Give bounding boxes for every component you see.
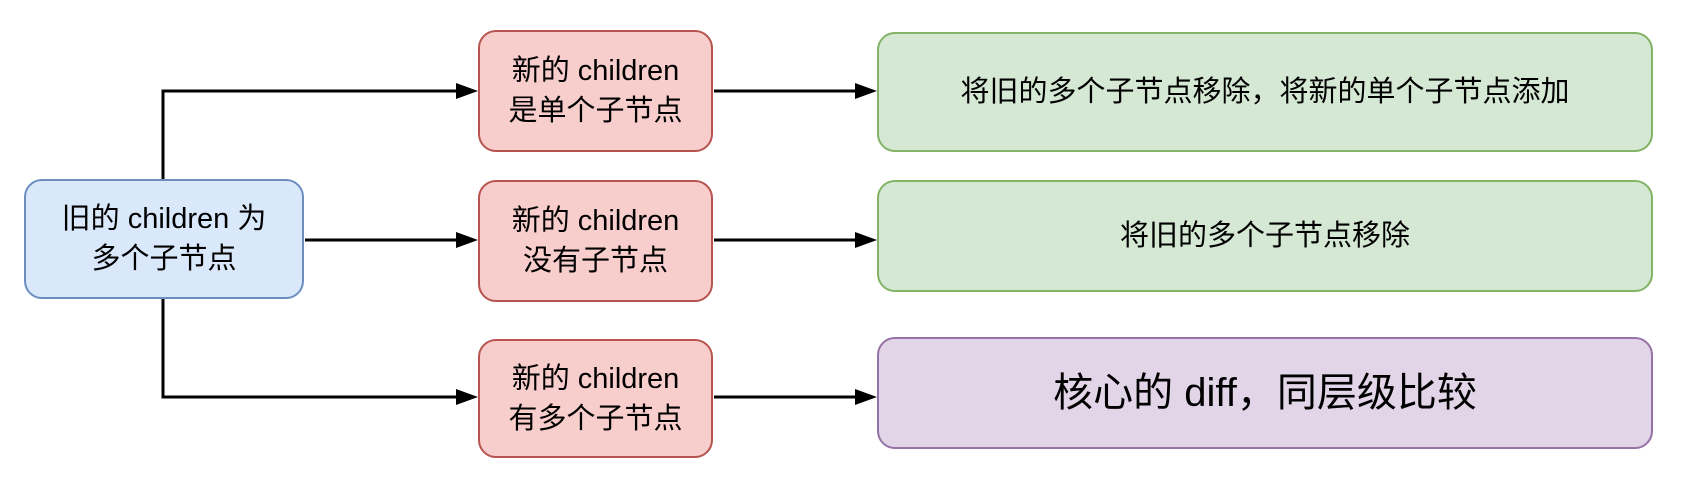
node-label-line: 核心的 diff，同层级比较	[1053, 371, 1477, 415]
node-label-line: 是单个子节点	[508, 95, 683, 127]
node-new-children-multiple: 新的 children 有多个子节点	[478, 339, 713, 458]
node-label-line: 没有子节点	[522, 245, 668, 277]
node-result-remove-old: 将旧的多个子节点移除	[877, 180, 1653, 292]
node-old-children-multiple: 旧的 children 为 多个子节点	[24, 179, 304, 299]
node-new-children-single: 新的 children 是单个子节点	[478, 30, 713, 152]
node-result-remove-old-add-new: 将旧的多个子节点移除，将新的单个子节点添加	[877, 32, 1653, 152]
node-label-line: 将旧的多个子节点移除，将新的单个子节点添加	[960, 76, 1570, 108]
node-label-line: 将旧的多个子节点移除	[1119, 220, 1410, 252]
connector-root-to-case-1	[161, 83, 478, 179]
node-label-line: 新的 children	[511, 205, 680, 237]
node-result-core-diff: 核心的 diff，同层级比较	[877, 337, 1653, 449]
node-label-line: 有多个子节点	[508, 402, 683, 435]
node-label-line: 旧的 children 为	[61, 203, 267, 235]
node-label-line: 新的 children	[511, 55, 680, 87]
node-label-line: 新的 children	[511, 362, 680, 395]
connector-root-to-case-3	[161, 299, 478, 405]
node-new-children-none: 新的 children 没有子节点	[478, 180, 713, 302]
node-label-line: 多个子节点	[91, 243, 237, 275]
